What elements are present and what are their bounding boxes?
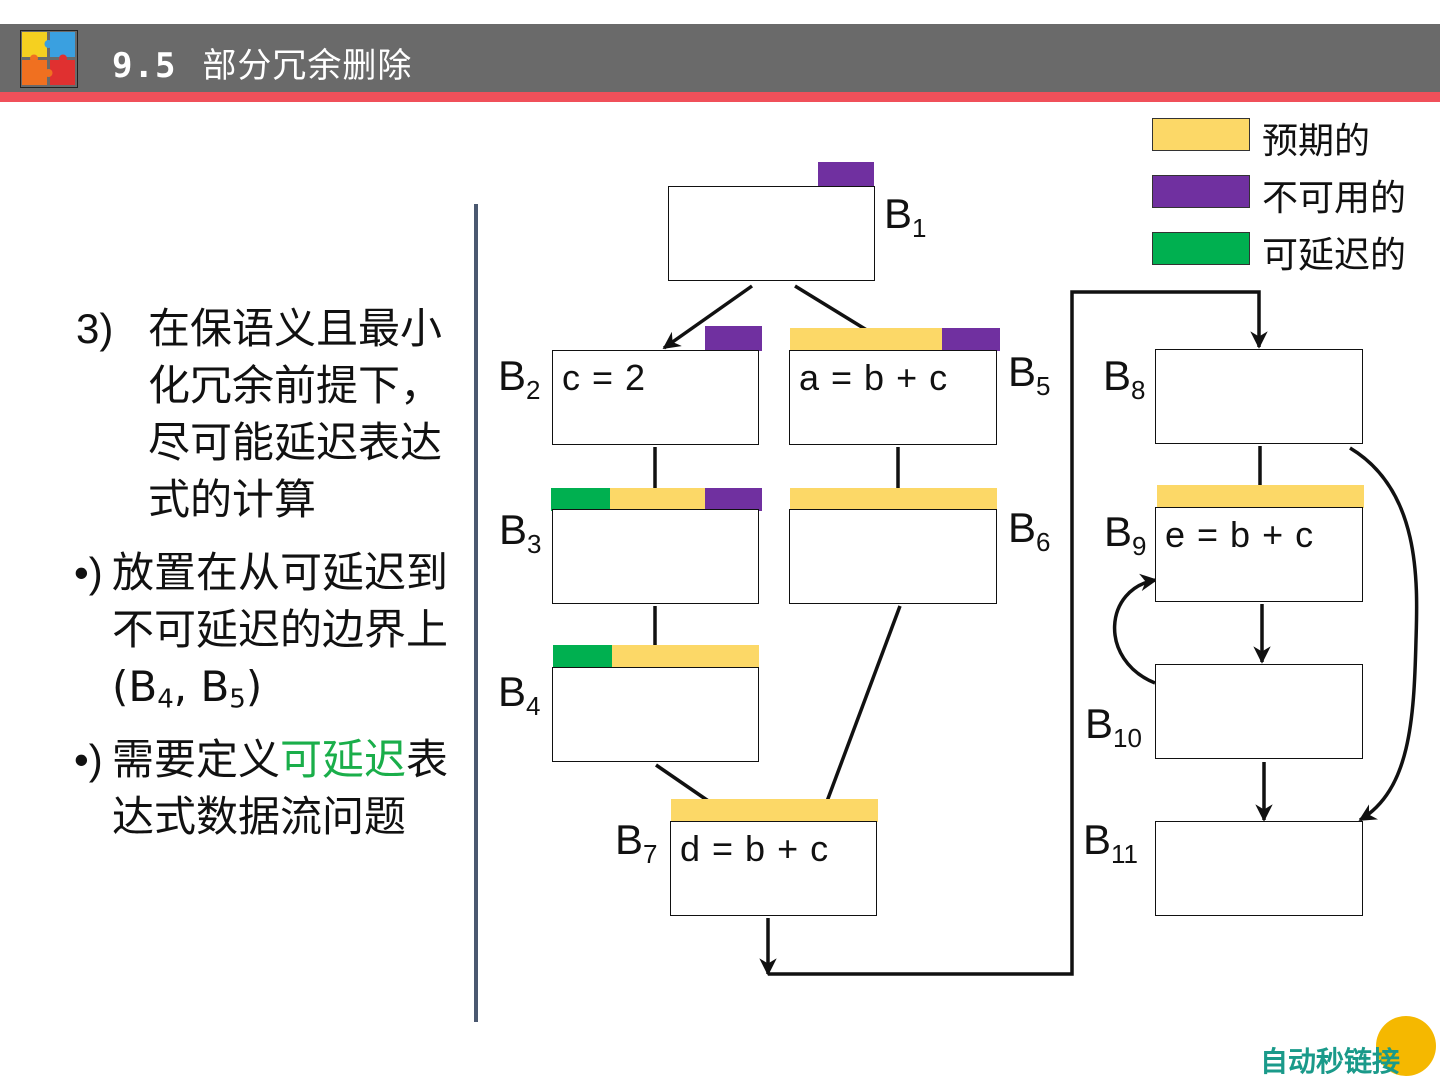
b3-label-letter: B <box>499 506 528 553</box>
legend-label-anticipated: 预期的 <box>1262 121 1371 162</box>
b2-unavailable-bar <box>705 326 762 351</box>
legend-label-postponable: 可延迟的 <box>1262 235 1407 276</box>
block-b11 <box>1155 821 1363 916</box>
b1-label-sub: 1 <box>912 213 927 244</box>
block-b7: d = b + c <box>670 821 877 916</box>
block-b6 <box>789 509 997 604</box>
placement-sub-4: 4 <box>157 684 174 715</box>
b1-label: B1 <box>884 190 926 241</box>
b5-label-letter: B <box>1008 348 1037 395</box>
b4-label-letter: B <box>498 668 527 715</box>
bullet-dataflow-text: 需要定义可延迟表达式数据流问题 <box>70 731 465 845</box>
watermark-text: 自动秒链接 <box>1260 1045 1401 1078</box>
b2-label-letter: B <box>498 352 527 399</box>
b9-label: B9 <box>1104 508 1146 559</box>
block-b8 <box>1155 349 1363 444</box>
b7-label: B7 <box>615 816 657 867</box>
legend-swatch-postponable <box>1152 232 1250 265</box>
b10-label-sub: 10 <box>1113 723 1142 754</box>
edge-b10-b9-loop <box>1112 573 1158 685</box>
placement-text-comma: , B <box>173 662 230 711</box>
b8-label-letter: B <box>1103 352 1132 399</box>
b2-label: B2 <box>498 352 540 403</box>
b6-label-sub: 6 <box>1036 527 1051 558</box>
legend-swatch-anticipated <box>1152 118 1250 151</box>
block-b1 <box>668 186 875 281</box>
title-bar-stripe <box>0 92 1440 102</box>
b5-code: a = b + c <box>799 357 949 398</box>
b9-label-letter: B <box>1104 508 1133 555</box>
section-number: 9.5 <box>112 46 177 86</box>
b9-anticipated-bar <box>1157 485 1364 508</box>
dataflow-highlight: 可延迟 <box>280 735 407 784</box>
b6-label-letter: B <box>1008 504 1037 551</box>
b7-label-letter: B <box>615 816 644 863</box>
b2-label-sub: 2 <box>526 375 541 406</box>
b8-label-sub: 8 <box>1131 375 1146 406</box>
b6-anticipated-bar <box>790 488 997 511</box>
block-b2: c = 2 <box>552 350 759 445</box>
b11-label-sub: 11 <box>1111 839 1139 870</box>
puzzle-logo-icon <box>20 30 78 88</box>
b4-label: B4 <box>498 668 540 719</box>
point-3-text: 在保语义且最小化冗余前提下，尽可能延迟表达式的计算 <box>148 304 443 524</box>
b7-label-sub: 7 <box>643 839 658 870</box>
column-divider <box>474 204 478 1022</box>
block-b10 <box>1155 664 1363 759</box>
b9-label-sub: 9 <box>1132 531 1147 562</box>
b3-postponable-bar <box>551 488 610 511</box>
section-title: 部分冗余删除 <box>202 46 413 86</box>
slide-title: 9.5 部分冗余删除 <box>112 38 412 87</box>
b5-label-sub: 5 <box>1036 371 1051 402</box>
b11-label-letter: B <box>1083 816 1112 863</box>
b11-label: B11 <box>1083 816 1138 867</box>
title-bar <box>0 24 1440 92</box>
b3-anticipated-bar <box>610 488 705 511</box>
edge-b1-b2 <box>662 284 754 350</box>
bullet-marker: •) <box>74 549 103 596</box>
point-3: 3) 在保语义且最小化冗余前提下，尽可能延迟表达式的计算 <box>70 300 465 528</box>
b5-unavailable-bar <box>942 328 1000 351</box>
bullet-placement-text: 放置在从可延迟到不可延迟的边界上 (B4, B5) <box>70 544 465 715</box>
b4-anticipated-bar <box>612 645 759 668</box>
block-b4 <box>552 667 759 762</box>
placement-text-close: ) <box>245 662 263 711</box>
edge-b8-b11 <box>1349 446 1419 822</box>
point-3-marker: 3) <box>76 305 114 352</box>
placement-sub-5: 5 <box>229 684 246 715</box>
b3-label-sub: 3 <box>527 529 542 560</box>
dataflow-text-prefix: 需要定义 <box>112 735 281 784</box>
block-b9: e = b + c <box>1155 507 1363 602</box>
b4-label-sub: 4 <box>526 691 541 722</box>
placement-text-main: 放置在从可延迟到不可延迟的边界上 (B <box>112 548 449 711</box>
bullet-marker: •) <box>74 736 103 783</box>
b7-code: d = b + c <box>680 828 830 869</box>
legend-swatch-unavailable <box>1152 175 1250 208</box>
block-b5: a = b + c <box>789 350 997 445</box>
b7-anticipated-bar <box>671 799 878 822</box>
edge-b6-b7 <box>817 605 902 822</box>
legend-label-unavailable: 不可用的 <box>1262 178 1407 219</box>
b3-unavailable-bar <box>705 488 762 511</box>
b5-anticipated-bar <box>790 328 942 351</box>
b10-label-letter: B <box>1085 700 1114 747</box>
watermark-arrow-icon <box>1376 1016 1436 1076</box>
b6-label: B6 <box>1008 504 1050 555</box>
b1-label-letter: B <box>884 190 913 237</box>
b1-unavailable-bar <box>818 162 874 187</box>
b5-label: B5 <box>1008 348 1050 399</box>
bullet-dataflow: •) 需要定义可延迟表达式数据流问题 <box>70 731 465 845</box>
explanation-text: 3) 在保语义且最小化冗余前提下，尽可能延迟表达式的计算 •) 放置在从可延迟到… <box>70 300 465 845</box>
b10-label: B10 <box>1085 700 1142 751</box>
b4-postponable-bar <box>553 645 612 668</box>
b3-label: B3 <box>499 506 541 557</box>
b8-label: B8 <box>1103 352 1145 403</box>
bullet-placement: •) 放置在从可延迟到不可延迟的边界上 (B4, B5) <box>70 544 465 715</box>
dataflow-text-suffix: 表达式数据流问题 <box>112 735 449 841</box>
b9-code: e = b + c <box>1165 514 1315 555</box>
b2-code: c = 2 <box>562 357 647 398</box>
block-b3 <box>552 509 759 604</box>
edge-b7-b8 <box>768 290 1268 976</box>
